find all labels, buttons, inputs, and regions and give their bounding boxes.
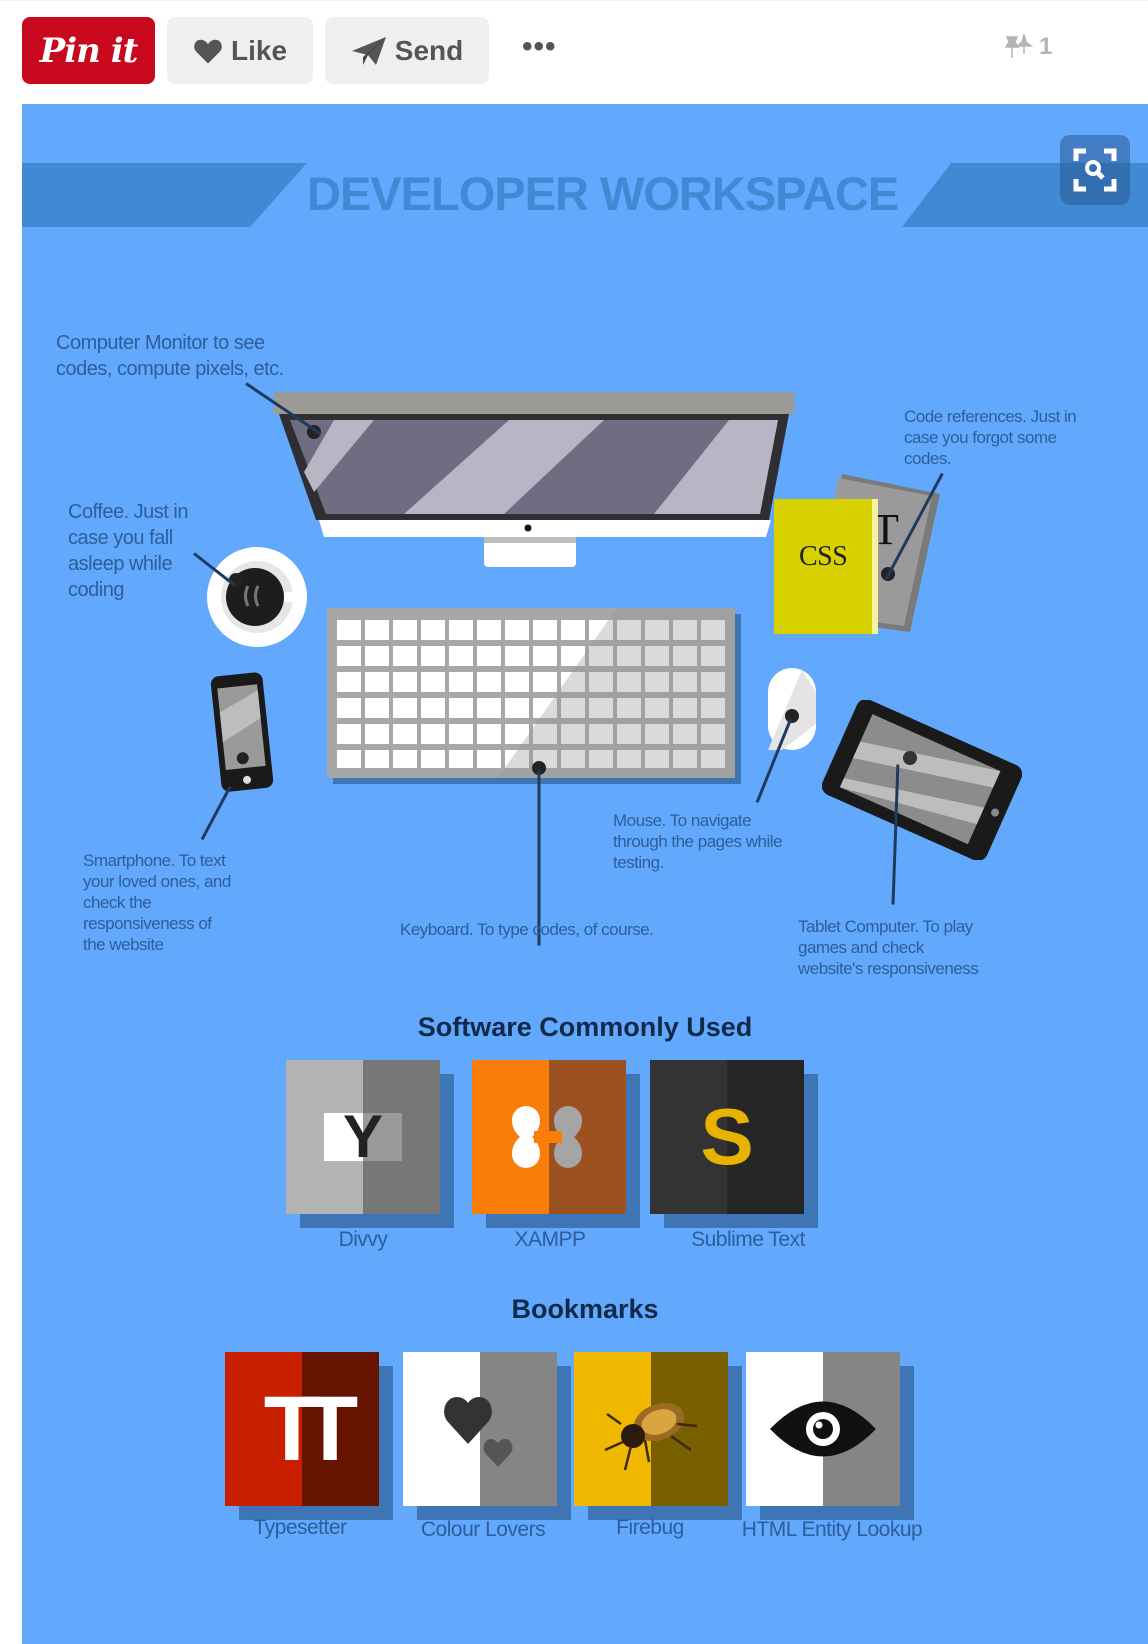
hearts-icon xyxy=(444,1397,513,1467)
bookmark-label: Typesetter xyxy=(253,1516,347,1539)
smartphone-annotation: Smartphone. To text your loved ones, and… xyxy=(83,851,231,954)
software-tile-divvy[interactable]: Y xyxy=(286,1060,454,1228)
pin-it-label: Pin it xyxy=(39,30,139,71)
keyboard-illustration xyxy=(327,608,735,778)
visual-search-icon xyxy=(1073,148,1117,192)
monitor-illustration xyxy=(274,392,794,567)
software-label: Divvy xyxy=(338,1228,388,1251)
bookmark-tile-html-entity-lookup[interactable] xyxy=(746,1352,914,1520)
pin-image[interactable]: DEVELOPER WORKSPACE Computer Monitor to … xyxy=(22,104,1148,1644)
infographic-title: DEVELOPER WORKSPACE xyxy=(307,167,899,220)
bookmark-tile-colour-lovers[interactable] xyxy=(403,1352,571,1520)
paper-plane-icon xyxy=(351,36,386,65)
bookmark-tile-typesetter[interactable]: TT xyxy=(225,1352,393,1520)
mouse-annotation: Mouse. To navigate through the pages whi… xyxy=(613,811,783,872)
send-button[interactable]: Send xyxy=(325,17,489,84)
pin-it-button[interactable]: Pin it xyxy=(22,17,155,84)
send-label: Send xyxy=(394,34,464,66)
coffee-cup-illustration xyxy=(207,547,307,647)
coffee-annotation: Coffee. Just in case you fall asleep whi… xyxy=(68,501,188,601)
bookmark-label: Firebug xyxy=(616,1516,684,1539)
pushpin-icon xyxy=(1005,34,1033,58)
keyboard-annotation: Keyboard. To type codes, of course. xyxy=(400,920,654,939)
tablet-illustration xyxy=(822,700,1022,860)
like-button[interactable]: Like xyxy=(167,17,313,84)
firebug-icon xyxy=(604,1402,698,1471)
xampp-icon xyxy=(512,1106,582,1168)
tablet-annotation: Tablet Computer. To play games and check… xyxy=(798,917,979,978)
software-tile-sublime-text[interactable]: S xyxy=(650,1060,818,1228)
title-banner-left xyxy=(22,163,307,227)
smartphone-illustration xyxy=(210,672,274,792)
typesetter-icon: TT xyxy=(263,1377,358,1480)
divvy-icon: Y xyxy=(324,1107,402,1167)
like-label: Like xyxy=(230,34,288,66)
more-options-button[interactable]: ••• xyxy=(522,30,557,63)
bookmark-label: Colour Lovers xyxy=(420,1518,546,1541)
bookmark-label: HTML Entity Lookup xyxy=(741,1518,923,1541)
bookmarks-heading: Bookmarks xyxy=(511,1294,659,1324)
pin-action-bar: Pin it Like Send ••• 1 xyxy=(0,0,1148,103)
software-label: Sublime Text xyxy=(691,1228,805,1251)
css-book-label: CSS xyxy=(799,541,848,572)
mouse-illustration xyxy=(768,668,816,750)
software-tile-xampp[interactable] xyxy=(472,1060,640,1228)
code-references-annotation: Code references. Just in case you forgot… xyxy=(904,407,1077,468)
code-reference-books-illustration: T xyxy=(774,474,940,634)
repin-count-value: 1 xyxy=(1039,33,1053,60)
visual-search-button[interactable] xyxy=(1060,135,1130,205)
sublime-text-icon: S xyxy=(700,1092,754,1181)
repin-count: 1 xyxy=(1005,33,1052,61)
bookmark-tile-firebug[interactable] xyxy=(574,1352,742,1520)
eye-icon xyxy=(770,1401,876,1457)
heart-icon xyxy=(194,39,222,63)
software-label: XAMPP xyxy=(514,1228,586,1251)
software-heading: Software Commonly Used xyxy=(417,1012,753,1042)
monitor-annotation: Computer Monitor to see codes, compute p… xyxy=(56,332,284,380)
